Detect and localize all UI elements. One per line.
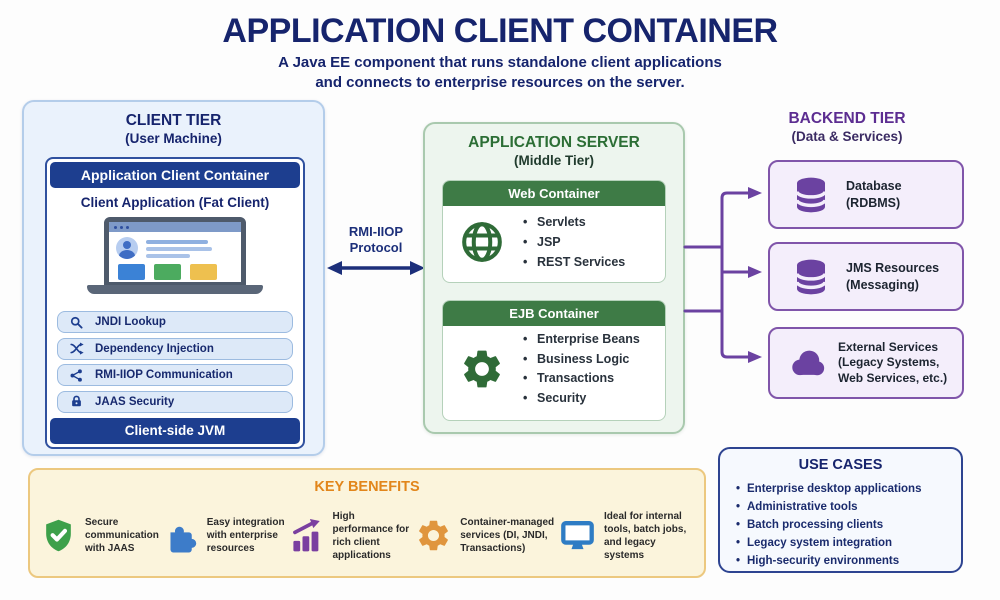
- application-server-title: APPLICATION SERVER: [468, 134, 640, 151]
- client-side-jvm-bar: Client-side JVM: [50, 418, 300, 444]
- use-cases-list: Enterprise desktop applications Administ…: [734, 480, 955, 570]
- backend-tier-title: BACKEND TIER: [788, 110, 906, 127]
- database-icon: [795, 177, 827, 212]
- key-benefits-title: KEY BENEFITS: [314, 479, 420, 495]
- chart-up-icon: [292, 519, 320, 552]
- protocol-line1: RMI-IIOP: [348, 224, 404, 239]
- resource-jms: JMS Resources (Messaging): [768, 242, 964, 311]
- avatar: [116, 237, 138, 259]
- benefit-container-managed: Container-managed services (DI, JNDI, Tr…: [415, 516, 558, 555]
- text-lines: [146, 237, 212, 261]
- backend-connector-lines: [683, 187, 762, 363]
- benefit-text: Ideal for internal tools, batch jobs, an…: [604, 510, 687, 561]
- web-container-card: Web Container Servlets JSP REST Services: [442, 180, 666, 283]
- list-item: Enterprise Beans: [523, 330, 640, 350]
- page-title: APPLICATION CLIENT CONTAINER: [222, 12, 778, 50]
- use-cases-title: USE CASES: [798, 457, 883, 473]
- list-item: Business Logic: [523, 350, 640, 370]
- use-case-item: High-security environments: [734, 552, 955, 570]
- resource-line: Database: [846, 179, 902, 193]
- ejb-container-card: EJB Container Enterprise Beans Business …: [442, 300, 666, 421]
- service-rmi-iiop-communication: RMI-IIOP Communication: [57, 364, 293, 386]
- key-benefits-list: Secure communication with JAAS Easy inte…: [40, 503, 698, 568]
- list-item: Security: [523, 389, 640, 409]
- list-item: Transactions: [523, 369, 640, 389]
- page-subtitle-line2: and connects to enterprise resources on …: [315, 74, 685, 91]
- web-container-items: Servlets JSP REST Services: [523, 212, 625, 272]
- service-label: Dependency Injection: [95, 342, 214, 355]
- ejb-container-items: Enterprise Beans Business Logic Transact…: [523, 330, 640, 408]
- client-tier-title: CLIENT TIER: [125, 112, 222, 129]
- benefit-text: Secure communication with JAAS: [85, 517, 159, 554]
- laptop-titlebar: [109, 222, 241, 232]
- benefit-text: Container-managed services (DI, JNDI, Tr…: [460, 517, 555, 554]
- laptop-base: [87, 285, 263, 294]
- search-icon: [70, 316, 83, 329]
- resource-external-services: External Services (Legacy Systems, Web S…: [768, 327, 964, 399]
- application-server-subtitle: (Middle Tier): [513, 153, 594, 168]
- benefit-easy-integration: Easy integration with enterprise resourc…: [162, 516, 287, 555]
- resource-database: Database (RDBMS): [768, 160, 964, 229]
- application-server-panel: APPLICATION SERVER (Middle Tier) Web Con…: [423, 122, 685, 434]
- shield-check-icon: [46, 519, 71, 552]
- resource-line: (Messaging): [846, 277, 919, 292]
- resource-text: JMS Resources (Messaging): [846, 260, 939, 293]
- application-client-container-box: Application Client Container Client Appl…: [45, 157, 305, 449]
- laptop-screen: [104, 217, 246, 287]
- client-application-label: Client Application (Fat Client): [80, 195, 270, 210]
- lock-icon: [72, 395, 81, 407]
- benefit-secure-communication: Secure communication with JAAS: [40, 516, 161, 555]
- app-tiles: [116, 264, 234, 280]
- resource-line: JMS Resources: [846, 261, 940, 275]
- benefit-text: Easy integration with enterprise resourc…: [206, 517, 285, 554]
- use-case-item: Administrative tools: [734, 498, 955, 516]
- resource-line: Web Services, etc.): [838, 370, 948, 385]
- resource-line: (Legacy Systems,: [838, 355, 940, 370]
- ejb-container-header: EJB Container: [443, 301, 665, 326]
- gear-icon: [464, 350, 500, 388]
- use-case-item: Batch processing clients: [734, 516, 955, 534]
- list-item: JSP: [523, 232, 625, 252]
- backend-tier-subtitle: (Data & Services): [791, 129, 903, 144]
- globe-icon: [462, 222, 502, 262]
- use-case-item: Legacy system integration: [734, 534, 955, 552]
- service-label: JNDI Lookup: [95, 316, 166, 328]
- shuffle-icon: [70, 342, 84, 355]
- resource-text: External Services (Legacy Systems, Web S…: [838, 340, 947, 387]
- service-dependency-injection: Dependency Injection: [57, 337, 293, 360]
- client-services-list: JNDI Lookup Dependency Injection: [57, 311, 293, 417]
- client-tier-panel: CLIENT TIER (User Machine) Application C…: [22, 100, 325, 456]
- page-subtitle-line1: A Java EE component that runs standalone…: [278, 54, 722, 71]
- application-client-container-header: Application Client Container: [50, 162, 300, 188]
- resource-line: (RDBMS): [846, 195, 901, 210]
- service-label: JAAS Security: [95, 395, 175, 408]
- protocol-label: RMI-IIOP Protocol: [325, 224, 427, 256]
- web-container-header: Web Container: [443, 181, 665, 206]
- key-benefits-panel: KEY BENEFITS Secure communication with J…: [28, 468, 706, 578]
- service-jndi-lookup: JNDI Lookup: [57, 311, 293, 333]
- laptop-illustration: [87, 217, 263, 294]
- protocol-line2: Protocol: [349, 240, 403, 255]
- resource-line: External Services: [838, 339, 939, 354]
- list-item: REST Services: [523, 252, 625, 272]
- benefit-high-performance: High performance for rich client applica…: [288, 510, 415, 562]
- use-cases-panel: USE CASES Enterprise desktop application…: [718, 447, 963, 573]
- service-jaas-security: JAAS Security: [57, 390, 293, 413]
- list-item: Servlets: [523, 212, 625, 232]
- puzzle-icon: [170, 526, 196, 553]
- benefit-text: High performance for rich client applica…: [332, 510, 410, 561]
- use-case-item: Enterprise desktop applications: [734, 480, 955, 498]
- bidirectional-arrow: [327, 261, 425, 275]
- client-tier-subtitle: (User Machine): [125, 131, 222, 146]
- gear-icon: [419, 520, 449, 551]
- resource-text: Database (RDBMS): [846, 178, 902, 211]
- cloud-icon: [792, 350, 825, 376]
- service-label: RMI-IIOP Communication: [95, 369, 233, 381]
- share-icon: [70, 368, 82, 382]
- database-icon: [795, 259, 827, 294]
- benefit-internal-tools: Ideal for internal tools, batch jobs, an…: [559, 510, 698, 562]
- monitor-icon: [561, 521, 594, 550]
